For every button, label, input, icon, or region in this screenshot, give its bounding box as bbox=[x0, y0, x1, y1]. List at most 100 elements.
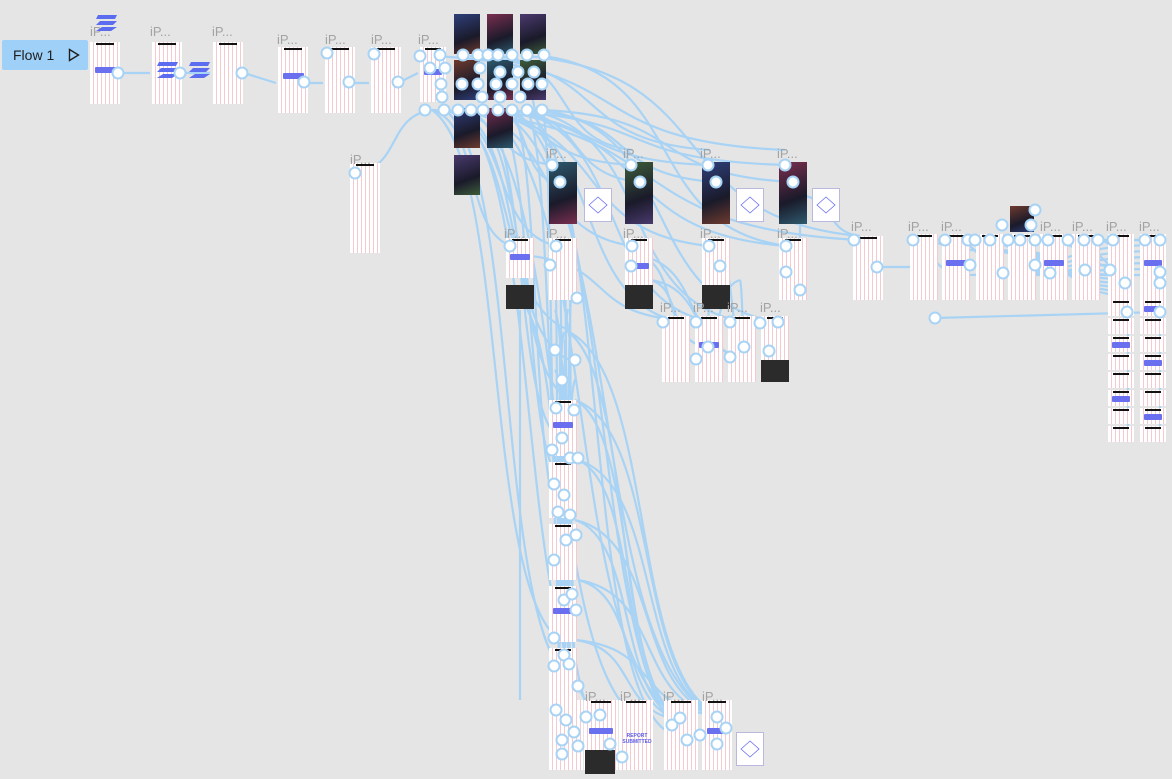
frame-label[interactable]: iP... bbox=[702, 689, 723, 704]
connection-node-handle[interactable] bbox=[568, 353, 582, 367]
connection-node-handle[interactable] bbox=[1153, 265, 1167, 279]
connection-node-handle[interactable] bbox=[537, 48, 551, 62]
frame-screen[interactable] bbox=[1108, 408, 1134, 424]
connection-node-handle[interactable] bbox=[1028, 233, 1042, 247]
connection-node-handle[interactable] bbox=[503, 239, 517, 253]
connection-node-handle[interactable] bbox=[719, 721, 733, 735]
connection-node-handle[interactable] bbox=[1153, 276, 1167, 290]
connection-node-handle[interactable] bbox=[549, 239, 563, 253]
connection-node-handle[interactable] bbox=[713, 259, 727, 273]
frame-label[interactable]: iP... bbox=[418, 32, 439, 47]
connection-node-handle[interactable] bbox=[438, 61, 452, 75]
connection-node-handle[interactable] bbox=[570, 291, 584, 305]
connection-node-handle[interactable] bbox=[348, 166, 362, 180]
connection-node-handle[interactable] bbox=[545, 443, 559, 457]
frame-label[interactable]: iP... bbox=[663, 689, 684, 704]
connection-node-handle[interactable] bbox=[423, 61, 437, 75]
connection-node-handle[interactable] bbox=[938, 233, 952, 247]
connection-node-handle[interactable] bbox=[559, 713, 573, 727]
connection-node-handle[interactable] bbox=[464, 103, 478, 117]
connection-node-handle[interactable] bbox=[551, 505, 565, 519]
frame-label[interactable]: iP... bbox=[851, 219, 872, 234]
frame-label[interactable]: iP... bbox=[623, 226, 644, 241]
connection-node-handle[interactable] bbox=[983, 233, 997, 247]
connection-node-handle[interactable] bbox=[847, 233, 861, 247]
connection-node-handle[interactable] bbox=[505, 48, 519, 62]
frame-screen[interactable] bbox=[1140, 336, 1166, 352]
connection-node-handle[interactable] bbox=[555, 747, 569, 761]
connection-node-handle[interactable] bbox=[555, 431, 569, 445]
connection-node-handle[interactable] bbox=[1028, 258, 1042, 272]
connection-node-handle[interactable] bbox=[579, 710, 593, 724]
connection-node-handle[interactable] bbox=[520, 103, 534, 117]
connection-node-handle[interactable] bbox=[1013, 233, 1027, 247]
frame-keyboard[interactable] bbox=[702, 285, 730, 309]
connection-node-handle[interactable] bbox=[520, 48, 534, 62]
frame-label[interactable]: iP... bbox=[727, 300, 748, 315]
connection-node-handle[interactable] bbox=[571, 679, 585, 693]
connection-node-handle[interactable] bbox=[963, 258, 977, 272]
connection-node-handle[interactable] bbox=[527, 65, 541, 79]
connection-node-handle[interactable] bbox=[624, 158, 638, 172]
connection-node-handle[interactable] bbox=[555, 733, 569, 747]
connection-node-handle[interactable] bbox=[476, 103, 490, 117]
connection-node-handle[interactable] bbox=[762, 344, 776, 358]
connection-node-handle[interactable] bbox=[491, 103, 505, 117]
connection-node-handle[interactable] bbox=[680, 733, 694, 747]
frame-screen[interactable] bbox=[1140, 354, 1166, 370]
connection-node-handle[interactable] bbox=[870, 260, 884, 274]
frame-image[interactable] bbox=[812, 188, 840, 222]
connection-node-handle[interactable] bbox=[435, 90, 449, 104]
connection-node-handle[interactable] bbox=[505, 103, 519, 117]
connection-node-handle[interactable] bbox=[656, 315, 670, 329]
connection-node-handle[interactable] bbox=[701, 340, 715, 354]
connection-node-handle[interactable] bbox=[493, 65, 507, 79]
frame-wireframe-card[interactable] bbox=[487, 14, 513, 54]
connection-node-handle[interactable] bbox=[111, 66, 125, 80]
connection-node-handle[interactable] bbox=[633, 175, 647, 189]
connection-node-handle[interactable] bbox=[665, 718, 679, 732]
connection-node-handle[interactable] bbox=[701, 158, 715, 172]
connection-node-handle[interactable] bbox=[433, 48, 447, 62]
flow-start-button[interactable]: Flow 1 bbox=[2, 40, 88, 70]
frame-label[interactable]: iP... bbox=[941, 219, 962, 234]
connection-node-handle[interactable] bbox=[549, 703, 563, 717]
frame-wireframe-card[interactable] bbox=[625, 162, 653, 224]
connection-node-handle[interactable] bbox=[786, 175, 800, 189]
connection-node-handle[interactable] bbox=[567, 403, 581, 417]
connection-node-handle[interactable] bbox=[1153, 233, 1167, 247]
connection-node-handle[interactable] bbox=[545, 158, 559, 172]
frame-label[interactable]: iP... bbox=[1072, 219, 1093, 234]
connection-node-handle[interactable] bbox=[1118, 276, 1132, 290]
connection-node-handle[interactable] bbox=[779, 239, 793, 253]
frame-screen[interactable] bbox=[152, 42, 182, 104]
connection-node-handle[interactable] bbox=[673, 711, 687, 725]
connection-node-handle[interactable] bbox=[723, 315, 737, 329]
frame-label[interactable]: iP... bbox=[585, 689, 606, 704]
frame-label[interactable]: iP... bbox=[546, 226, 567, 241]
frame-label[interactable]: iP... bbox=[325, 32, 346, 47]
connection-node-handle[interactable] bbox=[710, 710, 724, 724]
frame-wireframe-card[interactable] bbox=[454, 155, 480, 195]
connection-node-handle[interactable] bbox=[569, 603, 583, 617]
frame-keyboard[interactable] bbox=[585, 750, 615, 774]
frame-keyboard[interactable] bbox=[625, 285, 653, 309]
connection-node-handle[interactable] bbox=[297, 75, 311, 89]
connection-node-handle[interactable] bbox=[413, 49, 427, 63]
connection-node-handle[interactable] bbox=[511, 65, 525, 79]
frame-screen[interactable] bbox=[853, 236, 883, 300]
connection-node-handle[interactable] bbox=[1061, 233, 1075, 247]
connection-node-handle[interactable] bbox=[547, 477, 561, 491]
connection-node-handle[interactable] bbox=[557, 488, 571, 502]
connection-node-handle[interactable] bbox=[513, 90, 527, 104]
connection-node-handle[interactable] bbox=[1078, 263, 1092, 277]
frame-label[interactable]: iP... bbox=[908, 219, 929, 234]
frame-screen[interactable] bbox=[90, 42, 120, 104]
connection-node-handle[interactable] bbox=[1041, 233, 1055, 247]
connection-node-handle[interactable] bbox=[1138, 233, 1152, 247]
connection-node-handle[interactable] bbox=[567, 725, 581, 739]
connection-node-handle[interactable] bbox=[702, 239, 716, 253]
frame-label[interactable]: iP... bbox=[623, 146, 644, 161]
connection-node-handle[interactable] bbox=[320, 46, 334, 60]
frame-label[interactable]: iP... bbox=[277, 32, 298, 47]
